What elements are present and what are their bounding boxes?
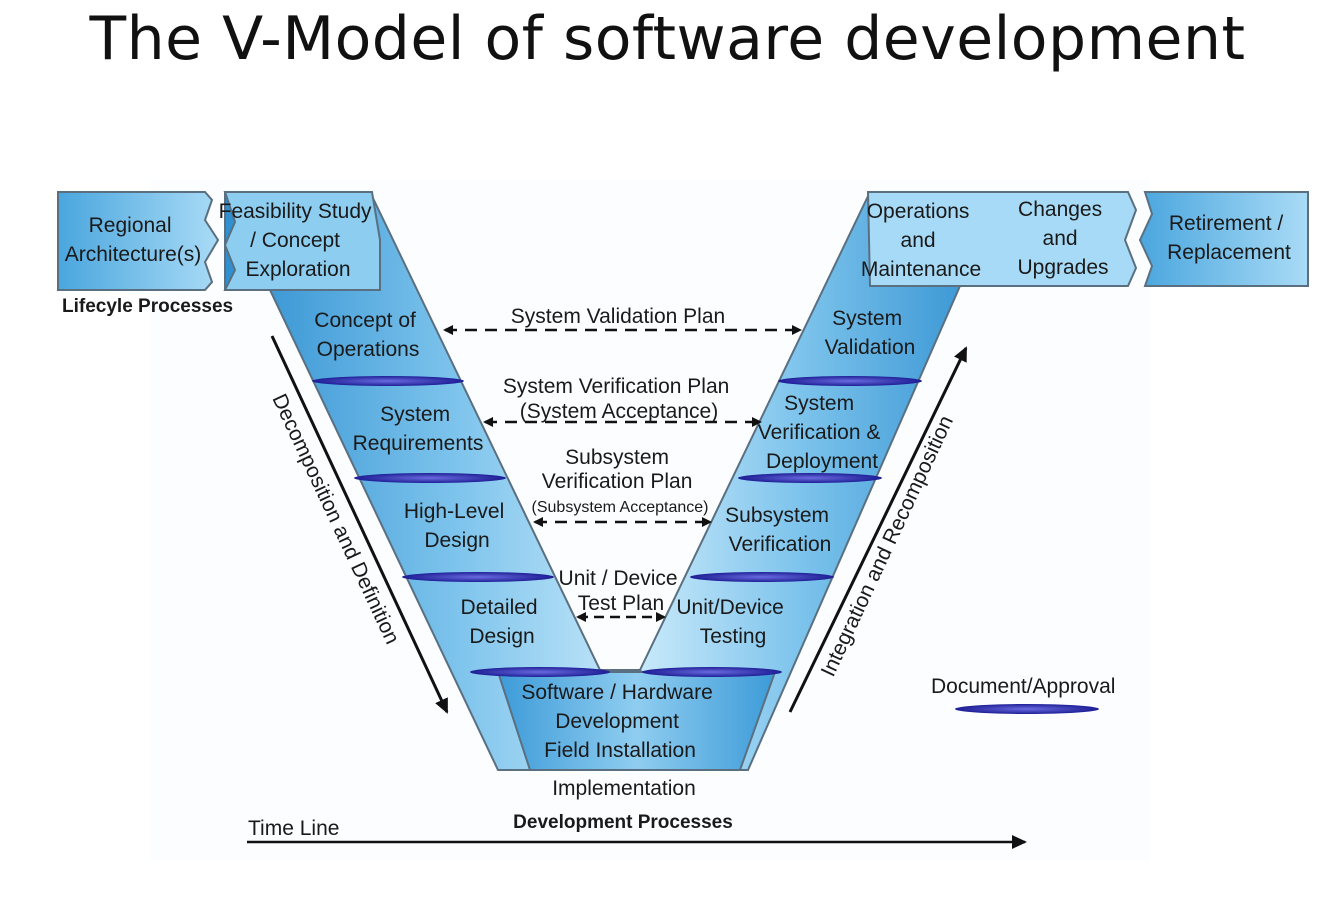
approval-oval	[470, 667, 610, 677]
subsystem-verification-plan-label: Subsystem Verification Plan (Subsystem A…	[532, 446, 709, 516]
approval-oval	[690, 572, 834, 582]
legend-approval-oval	[955, 704, 1099, 714]
lifecycle-processes-label: Lifecyle Processes	[62, 296, 233, 317]
system-verification-label: System Verification & Deployment	[758, 392, 886, 473]
approval-oval	[354, 473, 506, 483]
system-validation-label: System Validation	[825, 307, 916, 359]
operations-label: Operations and Maintenance	[861, 200, 981, 281]
feasibility-box	[223, 191, 381, 291]
regional-architecture-box	[57, 191, 220, 291]
feasibility-label: Feasibility Study / Concept Exploration	[219, 200, 378, 281]
approval-oval	[402, 572, 554, 582]
operations-box	[866, 191, 1138, 287]
regional-architecture-label: Regional Architecture(s)	[65, 214, 202, 266]
software-hardware-label: Software / Hardware Development Field In…	[521, 681, 718, 762]
approval-oval	[312, 376, 464, 386]
retirement-label: Retirement / Replacement	[1167, 212, 1291, 264]
changes-label: Changes and Upgrades	[1017, 198, 1108, 279]
slide-title: The V-Model of software development	[89, 4, 1246, 74]
unit-device-testing-label: Unit/Device Testing	[676, 596, 789, 648]
system-validation-plan-label: System Validation Plan	[511, 305, 725, 328]
subsystem-verification-label: Subsystem Verification	[725, 504, 835, 556]
retirement-box	[1138, 191, 1309, 287]
approval-oval	[778, 376, 922, 386]
time-line-label: Time Line	[248, 817, 339, 840]
approval-oval	[642, 667, 782, 677]
integration-arrow	[788, 346, 968, 713]
development-processes-label: Development Processes	[513, 812, 733, 833]
high-level-design-label: High-Level Design	[404, 500, 510, 552]
decomposition-arrow	[270, 335, 449, 714]
concept-of-operations-label: Concept of Operations	[314, 309, 421, 361]
system-requirements-label: System Requirements	[353, 403, 484, 455]
implementation-label: Implementation	[552, 777, 696, 800]
approval-oval	[738, 473, 882, 483]
system-verification-plan-label: System Verification Plan (System Accepta…	[503, 375, 735, 423]
detailed-design-label: Detailed Design	[461, 596, 544, 648]
legend-document-approval-label: Document/Approval	[931, 675, 1115, 698]
unit-device-test-plan-label: Unit / Device Test Plan	[559, 567, 684, 615]
